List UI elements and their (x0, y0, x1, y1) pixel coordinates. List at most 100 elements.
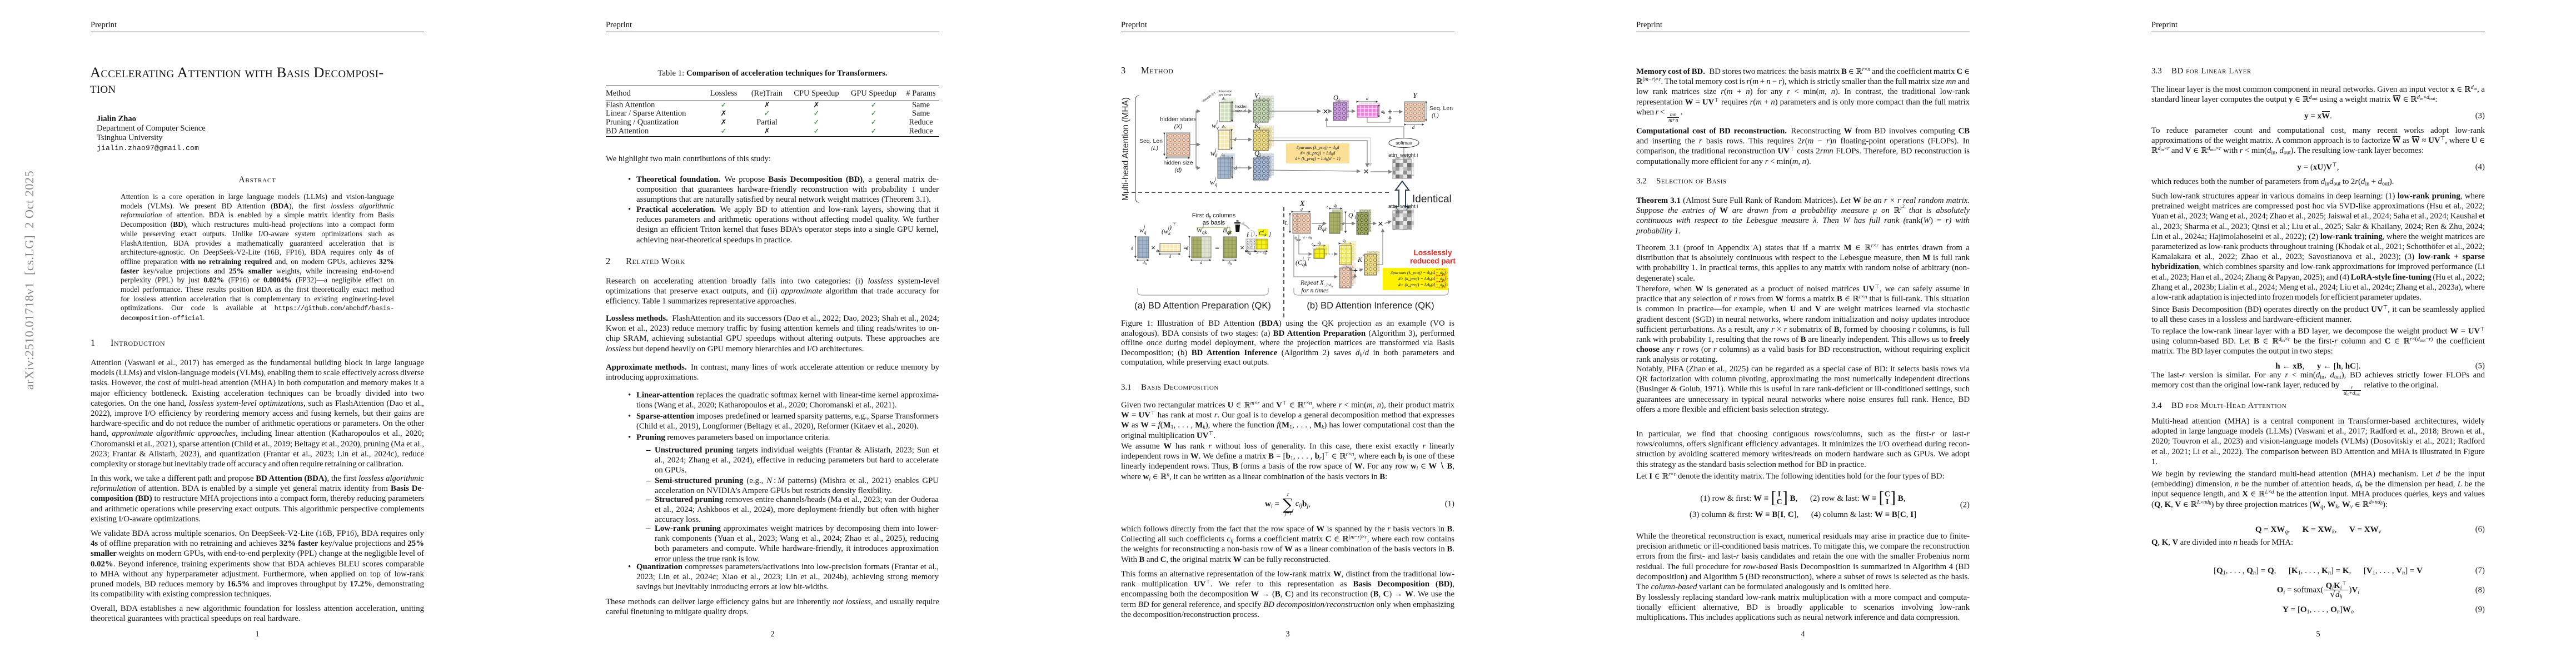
related-work-closing: These methods can deliver large efficien… (606, 598, 939, 617)
page-1: Preprint arXiv:2510.01718v1 [cs.LG] 2 Oc… (0, 0, 515, 667)
identity-matrix-paragraph: Let I ∈ ℝr×r denote the identity matrix.… (1636, 471, 1945, 481)
s31-paragraph-1: Given two rectangular matrices U ∈ ℝm×r … (1121, 400, 1455, 440)
svg-text:as basis: as basis (1203, 220, 1225, 226)
author-univ: Tsinghua University (97, 133, 163, 143)
table-cell: ✗ (720, 118, 727, 127)
fig-wk-label: wki (1210, 147, 1218, 158)
fig-attn-weight-label: attn_weight i (1388, 152, 1418, 158)
svg-text:1: 1 (1247, 240, 1248, 243)
svg-text:n: n (1326, 205, 1329, 210)
svg-text:dh: dh (1294, 236, 1298, 241)
svg-text:1: 1 (1253, 246, 1255, 250)
related-work-paragraph: Research on accelerating attention broad… (606, 277, 939, 306)
svg-text:#+ (k_proj) = Ldh(d − 1): #+ (k_proj) = Ldh(d − 1) (1295, 156, 1341, 162)
therefore-paragraph: Therefore, when W is generated as a prod… (1636, 283, 1970, 365)
table-cell: Pruning / Quantization (606, 118, 679, 127)
table-cell: ✗ (764, 127, 770, 136)
svg-text:d − dh: d − dh (1303, 236, 1312, 241)
author-email[interactable]: jialin.zhao97@gmail.com (97, 143, 200, 152)
svg-text:d: d (1131, 245, 1134, 251)
svg-text:0: 0 (1250, 246, 1252, 250)
table-cell: Reduce (909, 118, 933, 127)
page-number: 5 (2316, 630, 2320, 639)
table-header: GPU Speedup (845, 86, 903, 101)
contributions-intro: We highlight two main contributions of t… (606, 155, 771, 163)
bullet-marker: • (628, 412, 631, 421)
fig-identity-matrix: 1 0 0 0 1 0 0 0 1 (1245, 238, 1257, 250)
contribution-bullet-1: •Theoretical foundation. We propose Basi… (628, 175, 939, 205)
svg-text:dh: dh (1318, 241, 1322, 246)
s34-paragraph-3: Q, K, V are divided into n heads for MHA… (2151, 538, 2294, 547)
intro-paragraph-4: Overall, BDA establishes a new algorithm… (91, 604, 424, 624)
quantization-bullet: •Quantization compresses parameters/acti… (628, 563, 939, 592)
svg-text:0: 0 (1247, 246, 1248, 250)
table-cell: ✓ (813, 118, 820, 127)
svg-text:dh: dh (1381, 109, 1386, 115)
equation-9: Y = [O1, . . . , On]Wo(9) (2283, 605, 2485, 615)
page-header: Preprint (91, 21, 117, 29)
svg-text:d: d (1366, 96, 1369, 101)
svg-text:reduced part: reduced part (1410, 257, 1456, 265)
svg-text:×: × (1323, 106, 1328, 117)
table-cell: BD Attention (606, 127, 649, 136)
page-header: Preprint (606, 21, 632, 29)
fig-first-cols-label: First dh columns (1192, 212, 1236, 220)
equation-6: Q = XWq, K = XWk, V = XWv(6) (2255, 525, 2485, 535)
theorem-discussion-paragraph: Theorem 3.1 (proof in Appendix A) states… (1636, 242, 1970, 283)
fig-kprime-label: K′i (1357, 253, 1366, 265)
table-cell: ✓ (764, 109, 770, 118)
svg-text:dh: dh (1248, 251, 1252, 256)
structured-pruning-bullet: –Structured pruning removes entire chann… (646, 495, 939, 525)
fig-b-bqk-label: Bqki (1318, 221, 1327, 232)
intro-paragraph-1: Attention (Vaswani et al., 2017) has eme… (91, 359, 424, 469)
s31-paragraph-4: This forms an alternative representation… (1121, 570, 1455, 619)
bullet-marker: • (628, 175, 631, 184)
svg-text:for n times: for n times (1301, 287, 1329, 294)
pruning-bullet: •Pruning removes parameters based on imp… (628, 433, 830, 442)
computational-cost-paragraph: Computational cost of BD reconstruction.… (1636, 127, 1970, 166)
theorem-3-1: Theorem 3.1 (Almost Sure Full Rank of Ra… (1636, 196, 1970, 236)
page-header: Preprint (1121, 21, 1148, 29)
svg-text:=: = (1183, 243, 1188, 252)
table-row: Flash Attention✓✗✗✓Same (606, 101, 939, 109)
memory-cost-paragraph: Memory cost of BD. BD stores two matrice… (1636, 66, 1970, 123)
svg-text:#× (k_proj) = Ldh(d − dh): #× (k_proj) = Ldh(d − dh) (1398, 276, 1446, 282)
fig-box2-line1: #params (k_proj) = dh(d − dh) (1391, 270, 1446, 276)
svg-text:(X): (X) (1174, 123, 1183, 130)
svg-text:0: 0 (1253, 243, 1255, 246)
contribution-bullet-2: •Practical acceleration. We apply BD to … (628, 205, 939, 245)
fig-mha-label: Multi-head Attention (MHA) (1121, 97, 1130, 201)
svg-text:×: × (1363, 166, 1369, 177)
linear-attention-bullet: •Linear-attention replaces the quadratic… (628, 391, 939, 410)
table-cell: ✓ (870, 118, 877, 127)
table-cell: ✓ (813, 127, 820, 136)
equation-5: h ← xB, y ← [h, hC].(5) (2275, 361, 2485, 371)
fig-b-x-label: X (1299, 199, 1305, 207)
lossless-methods-paragraph: Lossless methods. FlashAttention and its… (606, 314, 939, 354)
table-cell: ✗ (720, 109, 727, 118)
svg-text:dh: dh (1156, 249, 1160, 254)
table-cell: Same (912, 109, 930, 118)
fig-box1-line1: #params (k_proj) = dhd (1297, 145, 1340, 151)
arxiv-watermark: arXiv:2510.01718v1 [cs.LG] 2 Oct 2025 (22, 170, 36, 390)
bullet-marker: – (646, 495, 651, 504)
bullet-marker: • (628, 433, 631, 442)
fig-seq-len-label: Seq. Len (1139, 138, 1163, 145)
svg-text:dh: dh (1143, 260, 1147, 266)
fig-caption-a: (a) BD Attention Preparation (QK) (1134, 301, 1271, 311)
svg-text:d − dh: d − dh (1257, 251, 1267, 256)
svg-text:0: 0 (1250, 240, 1252, 243)
svg-text:Seq. Len: Seq. Len (1429, 105, 1453, 112)
bullet-marker: – (646, 446, 651, 455)
svg-text:1: 1 (1250, 243, 1252, 246)
bullet-marker: • (628, 391, 631, 400)
svg-text:per head: per head (1219, 94, 1232, 97)
fig-caption-b: (b) BD Attention Inference (QK) (1307, 301, 1434, 311)
